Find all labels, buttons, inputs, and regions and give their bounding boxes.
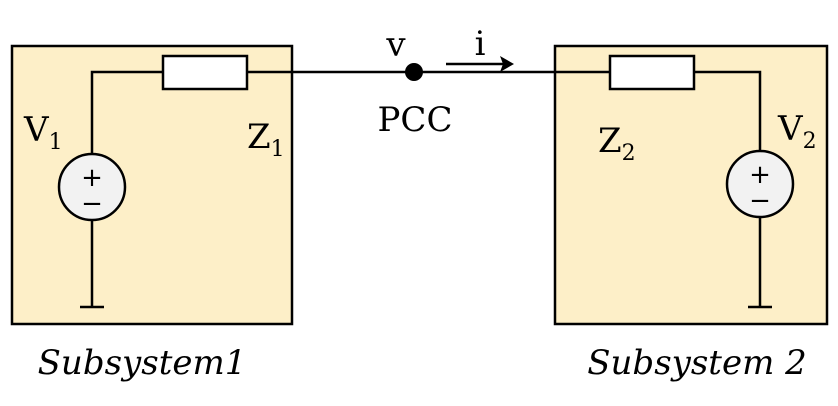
pcc-label: PCC: [378, 100, 453, 140]
v2-minus-sign: −: [749, 186, 771, 216]
current-arrow-head: [500, 56, 514, 72]
subsystem1-wire-left: [90, 70, 163, 154]
z2-label: Z2: [598, 121, 636, 166]
z1-label-main: Z: [247, 117, 271, 157]
subsystem2-wire-right: [694, 70, 762, 151]
v1-plus-sign: +: [81, 163, 103, 193]
z1-label: Z1: [247, 117, 285, 162]
voltage-source-v1: [57, 152, 127, 222]
subsystem2-caption: Subsystem 2: [587, 343, 807, 383]
v2-plus-sign: +: [749, 160, 771, 190]
z2-label-main: Z: [598, 121, 622, 161]
impedance-z1: [161, 54, 249, 91]
subsystem1-caption: Subsystem1: [38, 343, 247, 383]
v1-label-subscript: 1: [49, 130, 63, 155]
pcc-voltage-label: v: [385, 25, 406, 65]
voltage-source-v2: [725, 149, 795, 219]
impedance-z2: [608, 54, 696, 91]
v1-minus-sign: −: [81, 189, 103, 219]
z1-label-subscript: 1: [271, 137, 285, 162]
subsystem1-box: [10, 44, 294, 326]
pcc-node: [405, 63, 423, 81]
v2-label-main: V: [777, 109, 804, 149]
z2-label-subscript: 2: [622, 141, 636, 166]
v2-label: V2: [777, 109, 817, 154]
current-label: i: [475, 24, 486, 64]
v1-label-main: V: [23, 110, 50, 150]
v2-label-subscript: 2: [803, 129, 817, 154]
v1-label: V1: [23, 110, 63, 155]
